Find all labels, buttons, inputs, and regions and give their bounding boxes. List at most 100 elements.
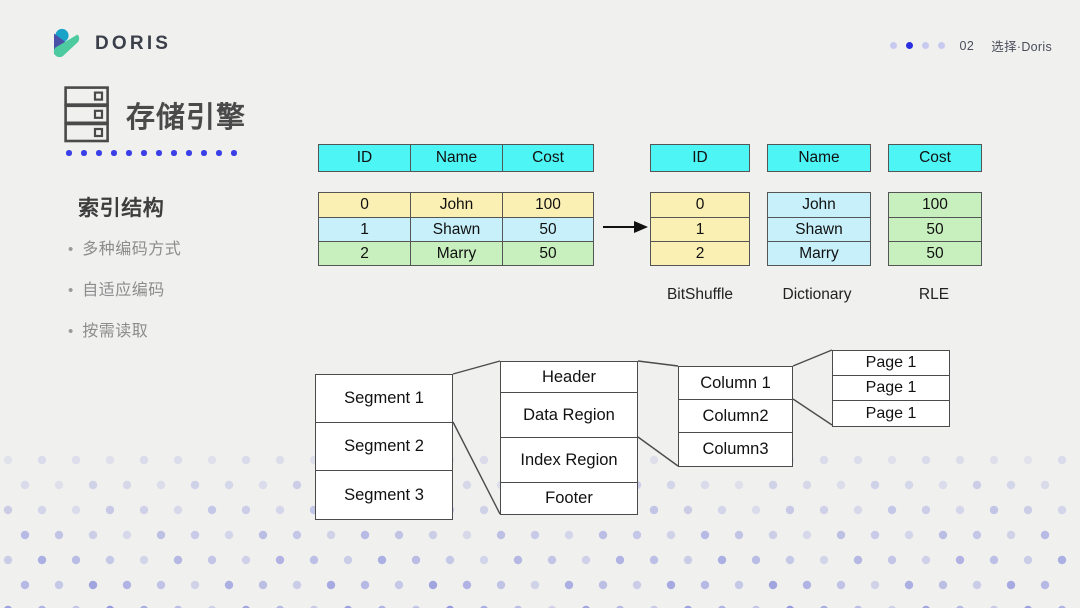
- title-dot: [66, 150, 72, 156]
- bullet-marker-icon: •: [68, 282, 74, 299]
- section-label: 选择·Doris: [991, 40, 1052, 54]
- col-name-cell: Marry: [768, 241, 870, 265]
- bullet-marker-icon: •: [68, 323, 74, 340]
- col-cost-cell: 100: [889, 193, 981, 217]
- title-dot: [156, 150, 162, 156]
- pager-dot-2[interactable]: [905, 42, 913, 49]
- col-id-cell: 1: [651, 217, 749, 241]
- source-cell: John: [411, 193, 503, 217]
- pager-dot-4[interactable]: [937, 42, 945, 49]
- column-name-header: Name: [767, 144, 871, 172]
- logo-text: DORIS: [95, 33, 172, 54]
- source-cell: 100: [503, 193, 593, 217]
- encoding-label-dictionary: Dictionary: [782, 286, 852, 303]
- col-id-header-row: ID: [651, 145, 749, 171]
- bullet-text: 多种编码方式: [82, 241, 182, 258]
- column-item: Column 1: [679, 367, 792, 400]
- title-dot: [231, 150, 237, 156]
- column-cost-header: Cost: [888, 144, 982, 172]
- col-id-cell: 0: [651, 193, 749, 217]
- title-underline-dots: [66, 150, 237, 156]
- bullet-item-2: • 自适应编码: [68, 281, 181, 300]
- source-cell: Marry: [411, 241, 503, 265]
- title-dot: [81, 150, 87, 156]
- source-cell: 50: [503, 241, 593, 265]
- title-dot: [111, 150, 117, 156]
- col-cost-cell: 50: [889, 217, 981, 241]
- col-cost-row: 50: [889, 217, 981, 241]
- col-name-row: Marry: [768, 241, 870, 265]
- segment-structure-item: Data Region: [501, 393, 637, 438]
- page-item: Page 1: [833, 401, 949, 426]
- pager-dot-3[interactable]: [921, 42, 929, 49]
- col-name-row: John: [768, 193, 870, 217]
- title-dot: [126, 150, 132, 156]
- col-name-row: Shawn: [768, 217, 870, 241]
- col-cost-cell: 50: [889, 241, 981, 265]
- page-item: Page 1: [833, 376, 949, 401]
- bullet-text: 自适应编码: [82, 282, 165, 299]
- bullet-text: 按需读取: [82, 323, 149, 340]
- col-name-header-row: Name: [768, 145, 870, 171]
- col-name-header-cell: Name: [768, 145, 870, 171]
- encoding-label-rle: RLE: [918, 286, 950, 303]
- doris-logo-icon: [50, 28, 84, 60]
- bullet-item-3: • 按需读取: [68, 322, 181, 341]
- pager-dots[interactable]: [889, 42, 945, 49]
- page-item: Page 1: [833, 351, 949, 376]
- title-dot: [171, 150, 177, 156]
- bullet-item-1: • 多种编码方式: [68, 240, 181, 259]
- title-dot: [216, 150, 222, 156]
- segment-structure-item: Footer: [501, 483, 637, 514]
- col-cost-row: 100: [889, 193, 981, 217]
- page-title: 存储引擎: [126, 102, 247, 134]
- source-cell: 50: [503, 217, 593, 241]
- section-number: 02: [959, 38, 975, 53]
- column-id-header: ID: [650, 144, 750, 172]
- source-header-cell: Name: [411, 145, 503, 171]
- title-dot: [96, 150, 102, 156]
- col-id-row: 1: [651, 217, 749, 241]
- segment-item: Segment 1: [316, 375, 452, 423]
- column-item: Column2: [679, 400, 792, 433]
- right-arrow-icon: [603, 220, 649, 234]
- title-dot: [141, 150, 147, 156]
- col-cost-header-row: Cost: [889, 145, 981, 171]
- slide-title-row: 存储引擎: [64, 86, 246, 144]
- source-header-cell: Cost: [503, 145, 593, 171]
- source-cell: Shawn: [411, 217, 503, 241]
- source-cell: 1: [319, 217, 411, 241]
- slide-header: DORIS 02 选择·Doris: [0, 0, 1080, 78]
- col-id-row: 0: [651, 193, 749, 217]
- doris-logo: DORIS: [50, 28, 171, 60]
- segment-structure-item: Index Region: [501, 438, 637, 483]
- col-id-row: 2: [651, 241, 749, 265]
- bullet-list: • 多种编码方式 • 自适应编码 • 按需读取: [68, 240, 181, 363]
- encoding-label-bitshuffle: BitShuffle: [666, 286, 734, 303]
- source-header-cell: ID: [319, 145, 411, 171]
- bullet-marker-icon: •: [68, 241, 74, 258]
- segment-item: Segment 3: [316, 471, 452, 519]
- col-name-cell: John: [768, 193, 870, 217]
- header-right-group: 02 选择·Doris: [889, 36, 1052, 55]
- pager-dot-1[interactable]: [889, 42, 897, 49]
- column-item: Column3: [679, 433, 792, 466]
- title-dot: [201, 150, 207, 156]
- segment-structure-item: Header: [501, 362, 637, 393]
- col-cost-header-cell: Cost: [889, 145, 981, 171]
- segment-item: Segment 2: [316, 423, 452, 471]
- source-cell: 0: [319, 193, 411, 217]
- col-id-cell: 2: [651, 241, 749, 265]
